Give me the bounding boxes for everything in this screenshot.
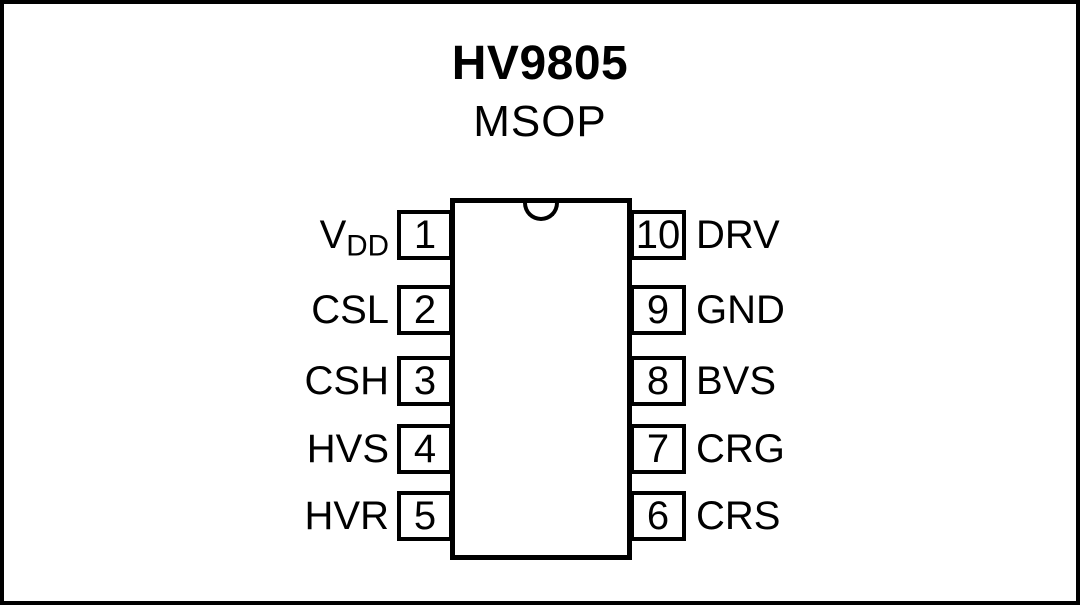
pin-row-left-3: CSH 3 — [4, 356, 453, 406]
pin-label-main: V — [319, 213, 347, 257]
pin-number-box: 10 — [630, 210, 686, 260]
pin-label-main: CSH — [304, 359, 389, 403]
pin-number-box: 6 — [630, 491, 686, 541]
pin-row-right-7: 7 CRG — [630, 424, 785, 474]
pin-number: 9 — [646, 288, 670, 332]
package-type-label: MSOP — [473, 97, 607, 146]
pin-number-box: 3 — [397, 356, 453, 406]
pin-number-box: 7 — [630, 424, 686, 474]
pin-label: CSH — [305, 361, 389, 401]
pin-label-main: HVS — [306, 427, 389, 471]
pin-row-right-9: 9 GND — [630, 285, 785, 335]
pin1-notch-icon — [523, 203, 559, 221]
pin-label-main: CSL — [311, 288, 389, 332]
pin-row-left-5: HVR 5 — [4, 491, 453, 541]
pin-label-main: HVR — [304, 494, 389, 538]
pin-number: 2 — [413, 288, 437, 332]
pin-row-right-6: 6 CRS — [630, 491, 780, 541]
ic-package-body — [450, 198, 632, 560]
pin-number: 6 — [646, 494, 670, 538]
pin-label: HVS — [307, 429, 389, 469]
pin-label-subscript: DD — [346, 229, 389, 263]
pin-number: 3 — [413, 359, 437, 403]
pin-row-left-2: CSL 2 — [4, 285, 453, 335]
pin-row-left-4: HVS 4 — [4, 424, 453, 474]
pin-label: CSL — [311, 290, 389, 330]
pin-label: CRG — [696, 427, 785, 471]
pin-label: DRV — [696, 213, 780, 257]
pin-number: 5 — [413, 494, 437, 538]
pin-label: HVR — [305, 496, 389, 536]
pin-number-box: 4 — [397, 424, 453, 474]
pin-row-right-8: 8 BVS — [630, 356, 776, 406]
pin-number: 1 — [413, 213, 437, 257]
pin-number-box: 8 — [630, 356, 686, 406]
pin-label: VDD — [319, 213, 389, 261]
pin-number-box: 1 — [397, 210, 453, 260]
pin-number-box: 9 — [630, 285, 686, 335]
pin-row-left-1: VDD 1 — [4, 210, 453, 261]
pin-number-box: 2 — [397, 285, 453, 335]
pin-number: 8 — [646, 359, 670, 403]
pin-label: GND — [696, 288, 785, 332]
pin-label: CRS — [696, 494, 781, 538]
pin-number: 7 — [646, 427, 670, 471]
pin-number: 4 — [413, 427, 437, 471]
pin-number-box: 5 — [397, 491, 453, 541]
pin-number: 10 — [635, 213, 681, 257]
chip-name-title: HV9805 — [451, 37, 629, 90]
pin-row-right-10: 10 DRV — [630, 210, 780, 260]
pin-label: BVS — [696, 359, 777, 403]
